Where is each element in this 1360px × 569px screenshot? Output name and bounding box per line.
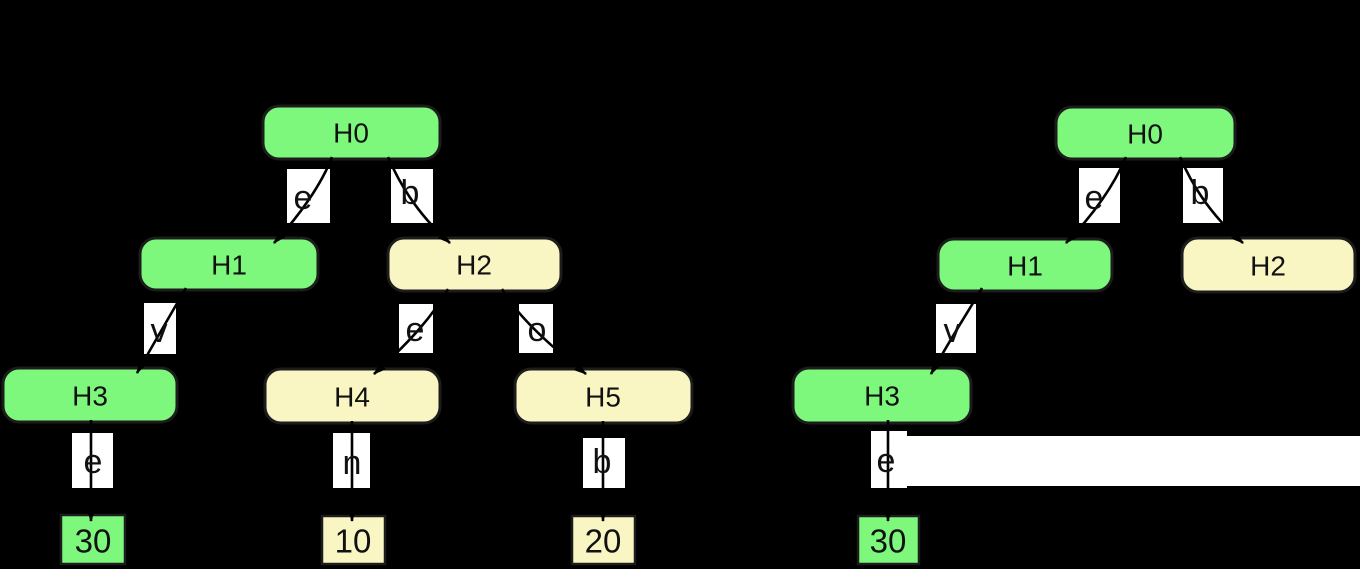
node-label: H1: [1007, 251, 1043, 282]
edge-h0-h2: [386, 156, 451, 244]
edge-label-box: [519, 304, 553, 353]
right-tree-nodes: [791, 105, 1357, 566]
edge-label: o: [528, 311, 547, 349]
edge-h2-h5: [500, 288, 587, 376]
left-tree-text: H0 H1 H2 H3 H4 H5 e b v e o e n b 30 10 …: [72, 118, 621, 560]
edge-label: n: [343, 444, 362, 482]
edge-label: e: [84, 443, 103, 481]
edge-label: v: [151, 312, 168, 350]
edge-label: v: [944, 312, 961, 350]
edge-label: e: [294, 179, 313, 217]
leaf-value: 30: [75, 523, 112, 560]
edge-label: b: [1191, 174, 1210, 212]
node-h3: [791, 366, 973, 425]
edge-label: e: [877, 442, 896, 480]
node-label: H5: [585, 382, 621, 413]
edge-h1-h3: [929, 287, 984, 375]
right-tree-text: H0 H1 H2 H3 e b v e 30: [864, 119, 1286, 560]
node-label: H2: [1250, 251, 1286, 282]
edges: [86, 156, 1244, 522]
edge-h0-h1: [1065, 156, 1128, 244]
edge-label-box: [1079, 168, 1120, 223]
node-label: H0: [1127, 119, 1163, 150]
edge-label-box: [144, 303, 176, 354]
node-label: H2: [456, 250, 492, 281]
edge-label-box: [72, 433, 113, 488]
node-h2: [1180, 236, 1357, 294]
leaf-value: 20: [585, 523, 622, 560]
edge-h1-h3: [135, 287, 188, 374]
leaf-value: 10: [335, 523, 372, 560]
node-label: H4: [334, 382, 370, 413]
node-h1: [138, 236, 320, 292]
edge-label-strip: [906, 436, 1360, 486]
edge-h2-h4: [373, 288, 450, 375]
node-h0: [1054, 105, 1237, 161]
node-h0: [261, 104, 442, 161]
node-h2: [386, 236, 563, 293]
edge-h0-h2: [1178, 156, 1244, 244]
edge-label: e: [406, 311, 425, 349]
node-label: H1: [211, 250, 247, 281]
node-label: H3: [864, 381, 900, 412]
edge-label: b: [593, 443, 612, 481]
leaf-value: 30: [870, 523, 907, 560]
left-tree-nodes: [1, 104, 694, 566]
edge-label: e: [1085, 179, 1104, 217]
node-h1: [936, 237, 1114, 293]
node-label: H3: [72, 381, 108, 412]
edge-h0-h1: [273, 156, 334, 244]
edge-label: b: [401, 174, 420, 212]
node-label: H0: [333, 118, 369, 149]
